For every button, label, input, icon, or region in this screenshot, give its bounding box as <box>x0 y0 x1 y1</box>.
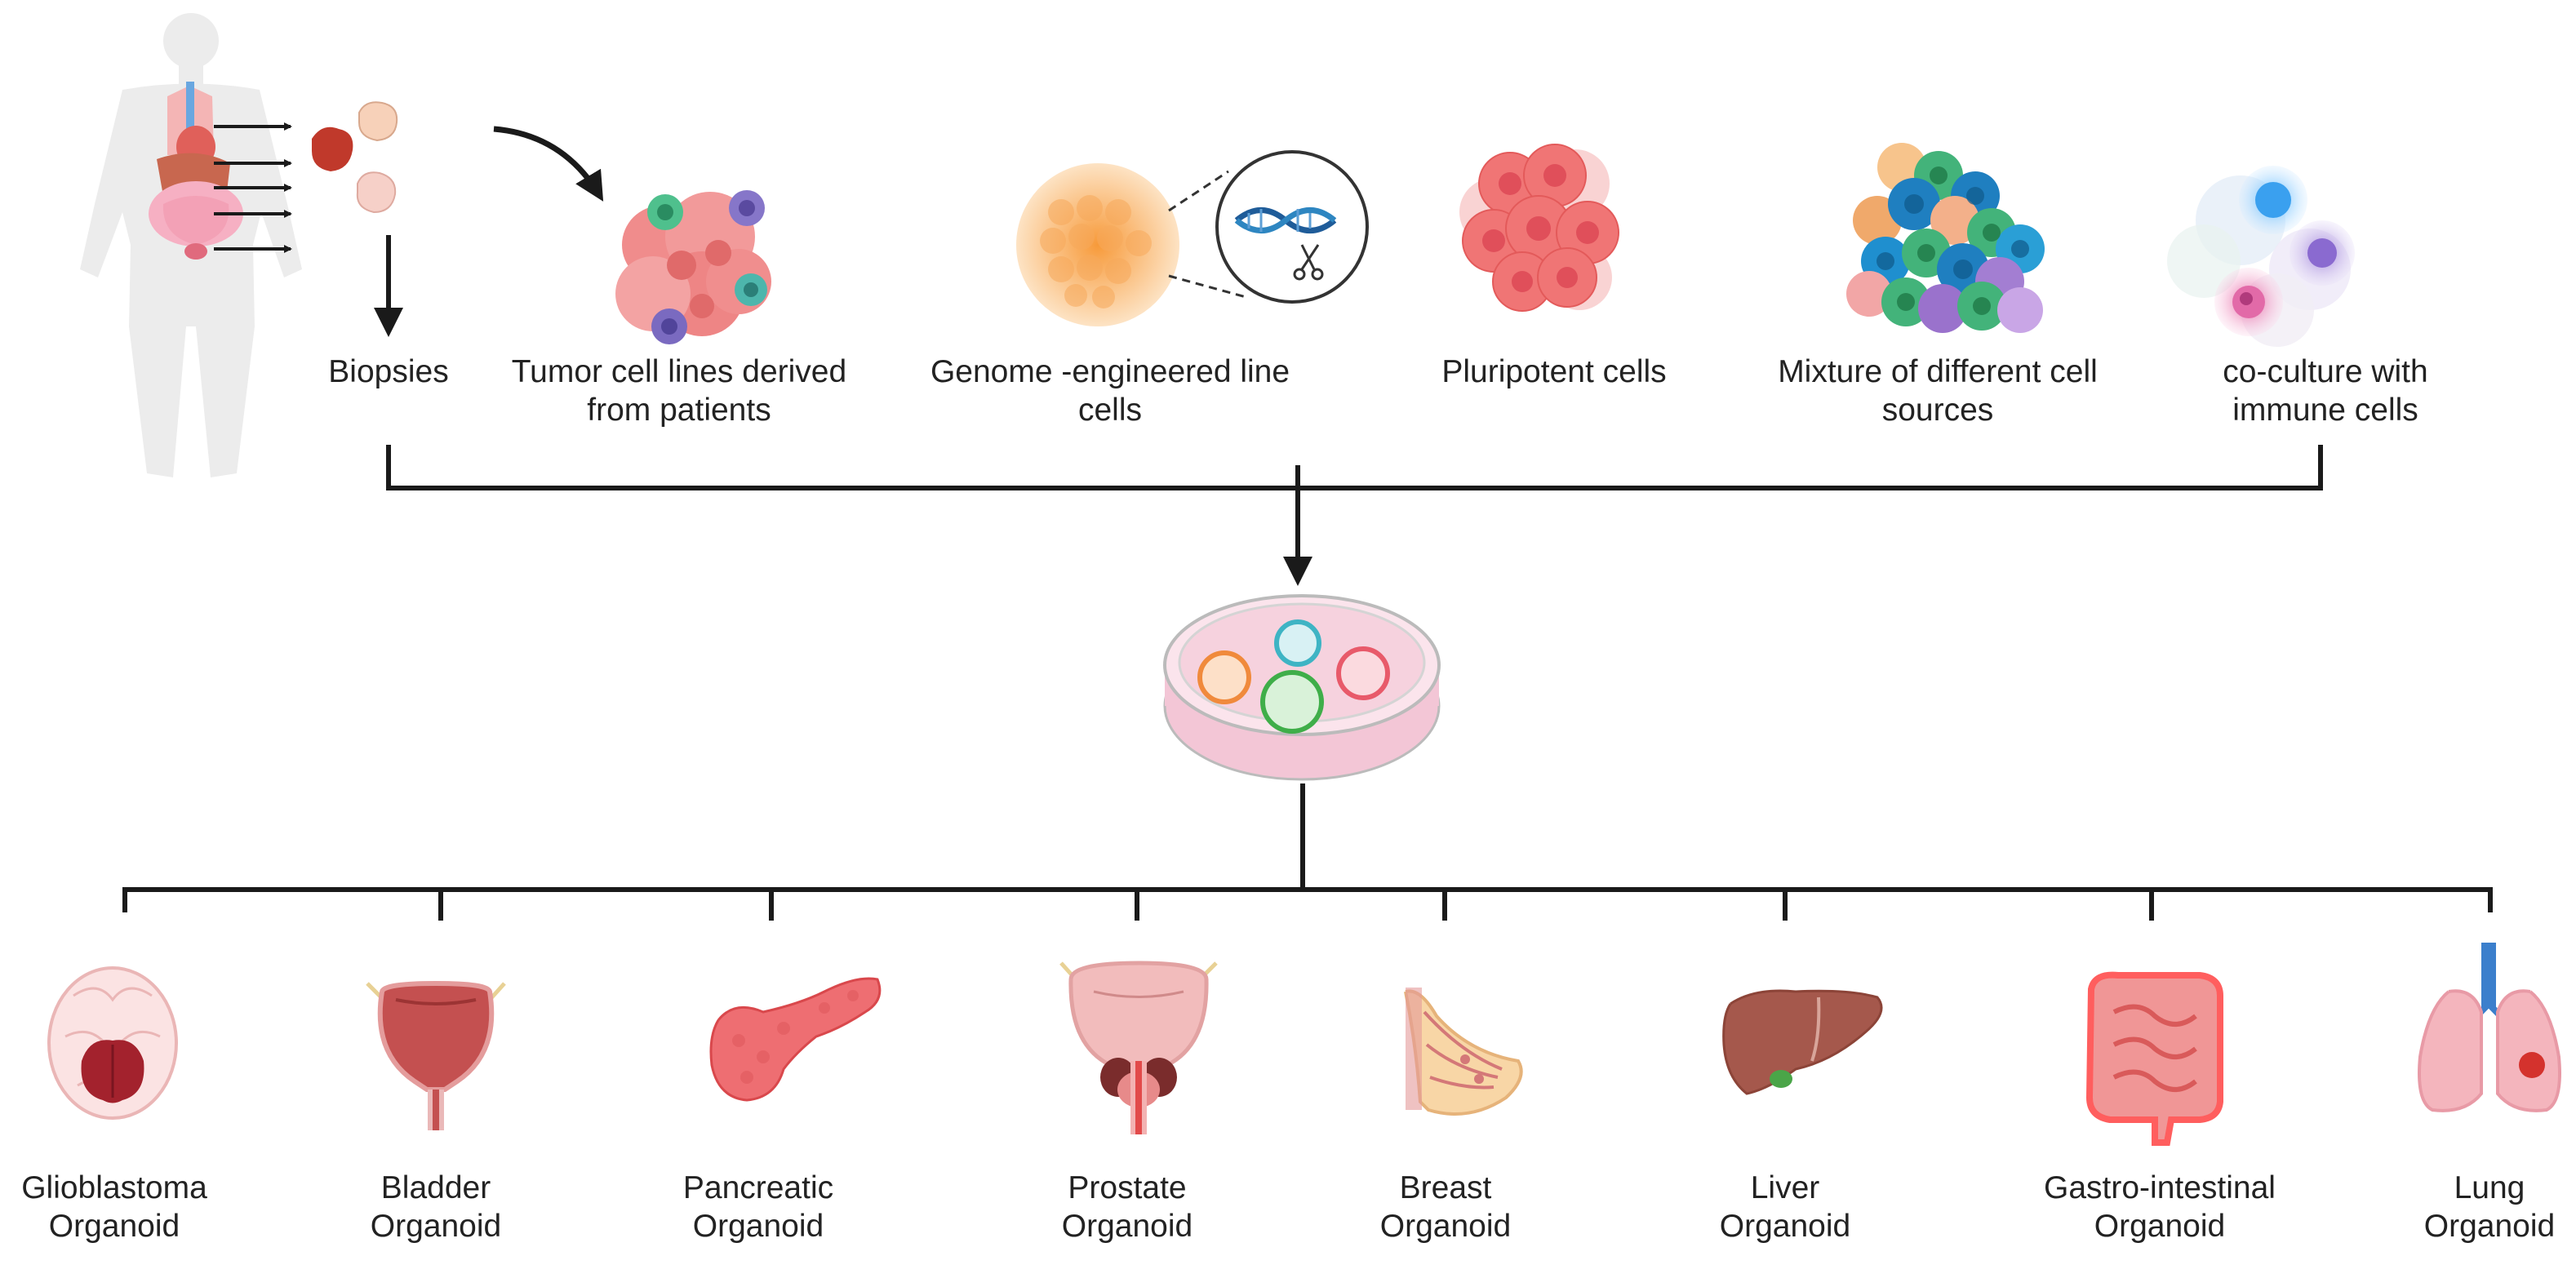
tumor-cells-icon <box>615 190 771 344</box>
organoid-label-line: Bladder <box>380 1170 491 1205</box>
organoid-label-line: Glioblastoma <box>21 1170 207 1205</box>
organoid-label-line: Organoid <box>2423 1209 2556 1244</box>
organoid-label-bladder: Bladder Organoid <box>371 1169 501 1245</box>
pluripotent-cells-icon <box>1459 144 1619 312</box>
source-label-pluripotent: Pluripotent cells <box>1441 353 1666 391</box>
organoid-label-line: Pancreatic <box>682 1170 834 1205</box>
organoid-label-pancreatic: Pancreatic Organoid <box>683 1169 833 1245</box>
source-label-line: Tumor cell lines derived <box>511 354 847 389</box>
organoid-label-line: Organoid <box>1719 1209 1851 1244</box>
body-arrows <box>214 122 292 253</box>
source-label-biopsies: Biopsies <box>328 353 448 391</box>
organoid-label-lung: Lung Organoid <box>2424 1169 2555 1245</box>
organoid-label-prostate: Prostate Organoid <box>1062 1169 1193 1245</box>
source-label-line: cells <box>1077 393 1143 428</box>
source-label-coculture: co-culture with immune cells <box>2223 353 2427 429</box>
source-label-line: co-culture with <box>2223 354 2428 389</box>
source-label-line: immune cells <box>2232 393 2418 428</box>
organoid-label-liver: Liver Organoid <box>1720 1169 1850 1245</box>
intestine-icon <box>2085 971 2223 1146</box>
liver-icon <box>1722 989 1883 1095</box>
brain-icon <box>47 966 178 1120</box>
source-label-line: Pluripotent cells <box>1441 354 1667 389</box>
source-label-line: Genome -engineered line <box>930 354 1290 389</box>
petri-dish-icon <box>1163 594 1441 781</box>
organoid-label-line: Prostate <box>1068 1170 1187 1205</box>
bladder-icon <box>366 980 506 1130</box>
organoid-label-line: Liver <box>1750 1170 1820 1205</box>
source-label-line: sources <box>1881 393 1994 428</box>
organoid-label-line: Organoid <box>2094 1209 2226 1244</box>
source-label-line: Biopsies <box>328 354 449 389</box>
breast-icon <box>1404 988 1523 1116</box>
organoid-label-glioblastoma: Glioblastoma Organoid <box>21 1169 207 1245</box>
source-label-line: from patients <box>587 393 771 428</box>
biopsy-tissue-icon <box>312 101 398 214</box>
organoid-label-line: Breast <box>1399 1170 1492 1205</box>
organoid-label-gi: Gastro-intestinal Organoid <box>2044 1169 2276 1245</box>
human-body-icon <box>80 13 302 477</box>
immune-cells-icon <box>2167 166 2355 347</box>
source-label-tumor: Tumor cell lines derived from patients <box>512 353 846 429</box>
organoid-label-line: Organoid <box>370 1209 502 1244</box>
source-label-line: Mixture of different cell <box>1778 354 2098 389</box>
pancreas-icon <box>709 977 882 1102</box>
mixture-cells-icon <box>1846 143 2045 333</box>
source-label-mixture: Mixture of different cell sources <box>1778 353 2098 429</box>
organoid-label-line: Organoid <box>692 1209 824 1244</box>
top-bracket <box>386 445 2323 490</box>
organoid-label-line: Organoid <box>48 1209 180 1244</box>
organoid-label-breast: Breast Organoid <box>1380 1169 1511 1245</box>
organoid-label-line: Gastro-intestinal <box>2044 1170 2276 1205</box>
lung-icon <box>2418 943 2561 1112</box>
organoid-label-line: Organoid <box>1061 1209 1193 1244</box>
organoid-label-line: Organoid <box>1379 1209 1512 1244</box>
organoid-label-line: Lung <box>2454 1170 2525 1205</box>
bottom-tree <box>122 783 2493 921</box>
source-label-genome: Genome -engineered line cells <box>930 353 1290 429</box>
prostate-icon <box>1059 961 1218 1134</box>
genome-engineered-icon <box>1016 150 1369 326</box>
tumor-curved-arrow <box>493 126 604 202</box>
